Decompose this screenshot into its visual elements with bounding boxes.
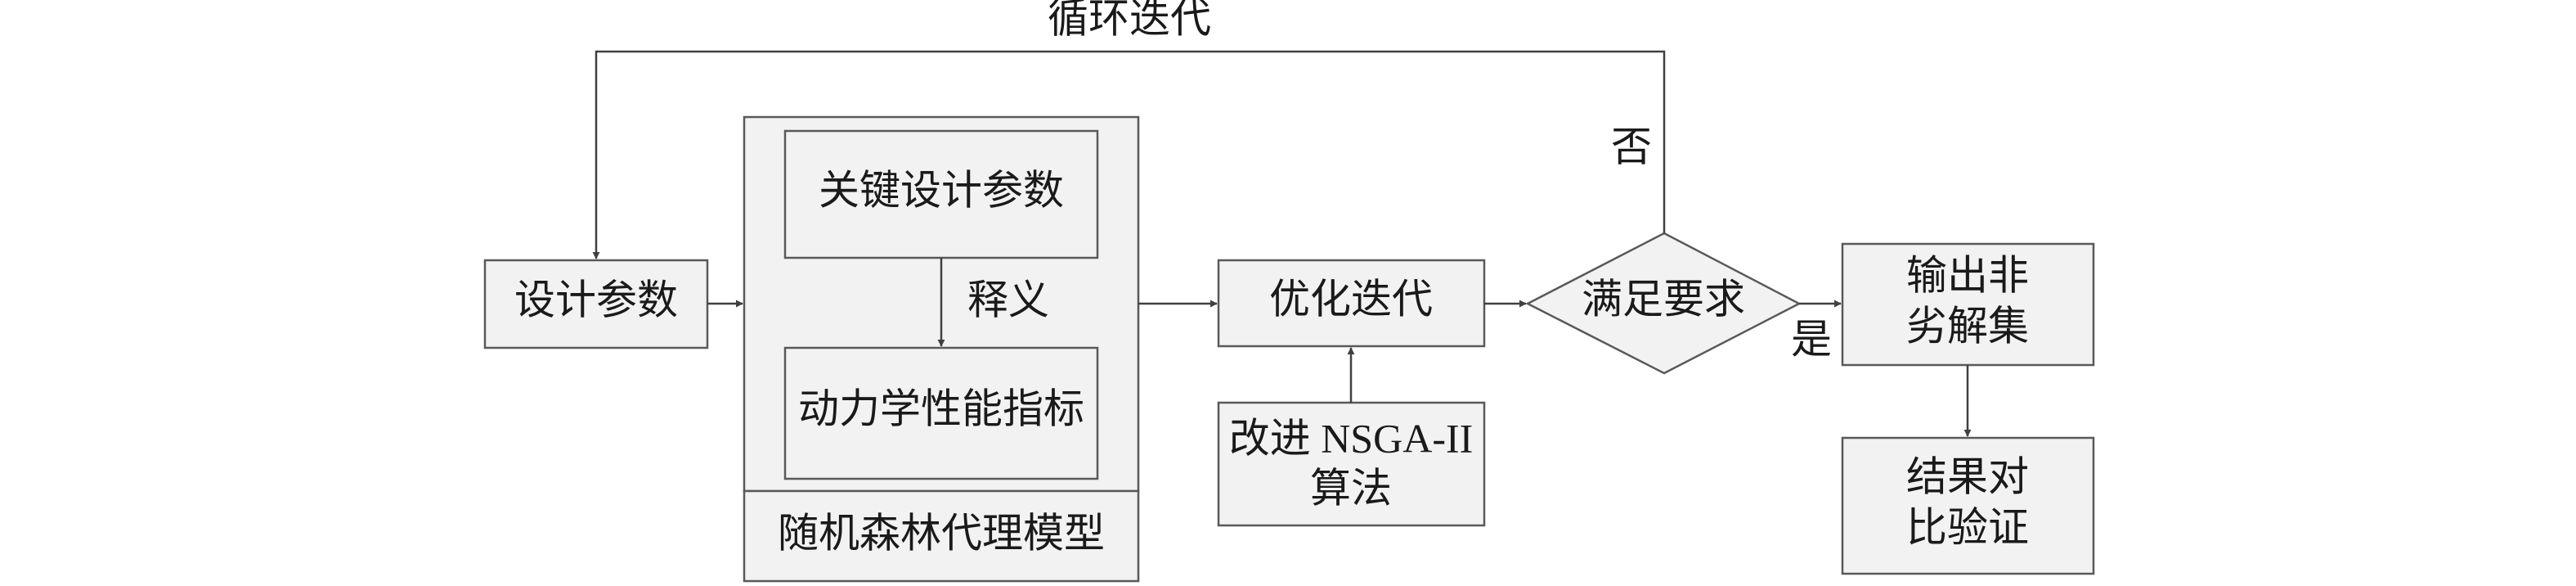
dyn-metrics-label: 动力学性能指标: [798, 385, 1084, 431]
optimize-iter-node: 优化迭代: [1217, 259, 1486, 348]
decision-label: 满足要求: [1582, 276, 1745, 322]
key-params-box: [783, 129, 1099, 259]
output-set-node: 输出非 劣解集: [1841, 242, 2095, 367]
key-params-label: 关键设计参数: [819, 167, 1064, 213]
optimize-iter-label: 优化迭代: [1269, 276, 1433, 322]
loop-label: 循环迭代: [1048, 0, 1211, 41]
surrogate-model-label: 随机森林代理模型: [778, 510, 1105, 556]
optimize-iter-box: [1217, 259, 1486, 348]
verify-label-line2: 比验证: [1906, 504, 2029, 550]
decision-node: 满足要求: [1525, 232, 1802, 375]
yes-label: 是: [1791, 316, 1832, 362]
design-params-label: 设计参数: [514, 277, 678, 322]
arrow-loop-back: [592, 50, 1666, 259]
design-params-node: 设计参数: [483, 259, 709, 349]
dyn-metrics-node: 动力学性能指标: [783, 346, 1099, 480]
improved-alg-label-line2: 算法: [1310, 465, 1392, 511]
no-label: 否: [1611, 124, 1652, 169]
key-params-node: 关键设计参数: [783, 129, 1099, 259]
interpret-label: 释义: [967, 277, 1049, 322]
verify-box: [1841, 436, 2095, 575]
design-params-box: [483, 259, 709, 349]
improved-alg-node: 改进 NSGA-II 算法: [1217, 401, 1486, 527]
output-set-label-line2: 劣解集: [1906, 303, 2029, 349]
output-set-box: [1841, 242, 2095, 367]
surrogate-model-label-box: [743, 489, 1140, 583]
improved-alg-label-line1: 改进 NSGA-II: [1229, 415, 1474, 461]
improved-alg-box: [1217, 401, 1486, 527]
verify-label-line1: 结果对: [1906, 453, 2029, 499]
output-set-label-line1: 输出非: [1906, 252, 2029, 298]
verify-node: 结果对 比验证: [1841, 436, 2095, 575]
dyn-metrics-box: [783, 346, 1099, 480]
